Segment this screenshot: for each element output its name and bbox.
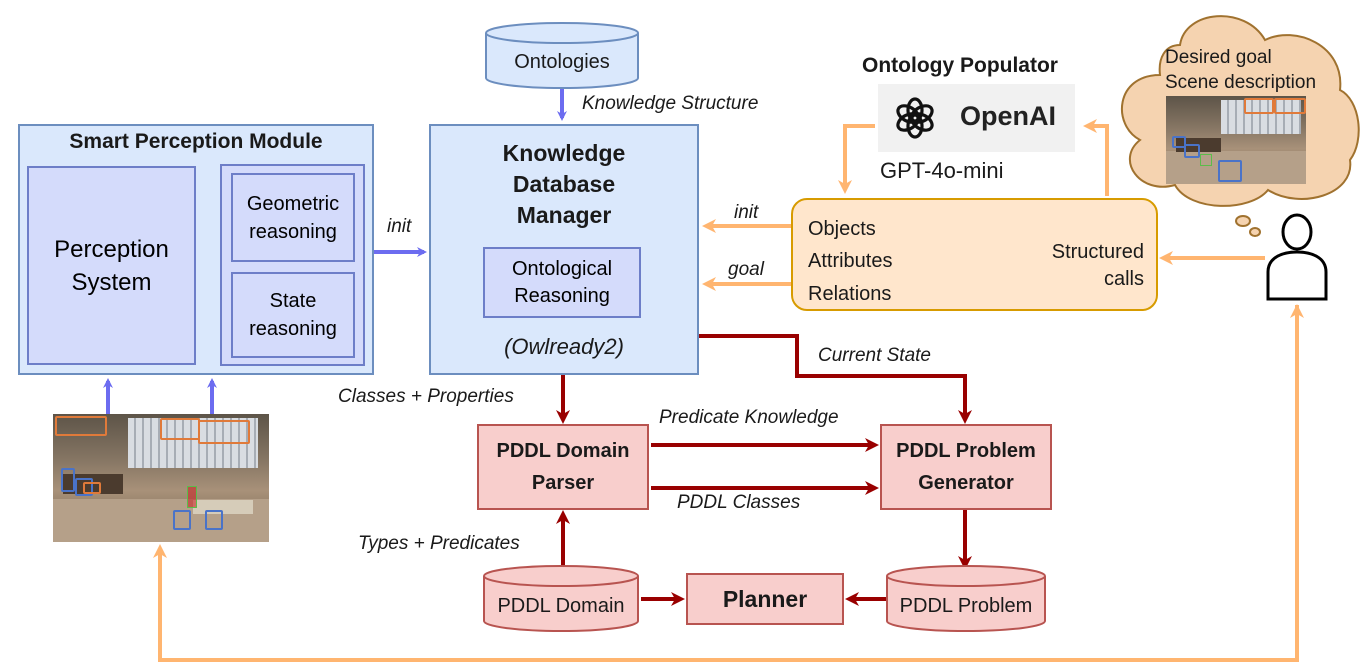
scene-input-image [53, 414, 269, 542]
item-attributes: Attributes [808, 250, 893, 272]
current-state-label: Current State [818, 345, 931, 366]
structured-line1: Structured [1051, 241, 1144, 263]
goal-label: goal [728, 259, 764, 280]
cloud-scene-image [1166, 96, 1306, 184]
ontological-reasoning-box: Ontological Reasoning [483, 247, 641, 318]
state-line2: reasoning [249, 318, 337, 340]
domain-parser-line1: PDDL Domain [496, 440, 630, 462]
user-icon [1266, 213, 1328, 301]
pddl-domain-parser-box: PDDL Domain Parser [477, 424, 649, 510]
init-label-left: init [387, 216, 412, 237]
item-relations: Relations [808, 283, 892, 305]
arrow-kdm-current-state [699, 334, 972, 424]
planner-box: Planner [686, 573, 844, 625]
pddl-domain-cylinder [483, 565, 639, 632]
state-line1: State [269, 290, 317, 312]
kdm-title: Knowledge Database Manager [429, 138, 699, 231]
perception-system-box: Perception System [27, 166, 196, 365]
structured-calls-label: Structured calls [1020, 239, 1144, 293]
openai-brand: OpenAI [960, 101, 1057, 131]
pddl-problem-cylinder [886, 565, 1046, 632]
predicate-knowledge-label: Predicate Knowledge [659, 407, 839, 428]
structured-line2: calls [1103, 268, 1144, 290]
arrow-openai-to-structured [838, 124, 875, 194]
perception-module-title: Smart Perception Module [69, 130, 323, 153]
ontologies-cylinder [485, 22, 639, 89]
arrow-structured-to-openai [1083, 119, 1109, 196]
problem-generator-line2: Generator [918, 472, 1014, 494]
problem-generator-line1: PDDL Problem [896, 440, 1036, 462]
gpt-model-label: GPT-4o-mini [880, 158, 1004, 183]
perception-system-line2: System [71, 268, 152, 296]
perception-system-line1: Perception [54, 235, 169, 263]
state-reasoning-box: State reasoning [231, 272, 355, 358]
pddl-classes-label: PDDL Classes [677, 492, 801, 513]
kdm-title-line3: Manager [516, 202, 612, 228]
geometric-reasoning-box: Geometric reasoning [231, 173, 355, 262]
ontologies-label: Ontologies [514, 51, 610, 73]
init-label-right: init [734, 202, 759, 223]
domain-parser-line2: Parser [531, 472, 595, 494]
populator-title: Ontology Populator [862, 54, 1058, 77]
owlready-label: (Owlready2) [504, 334, 624, 359]
geometric-line2: reasoning [249, 220, 337, 243]
geometric-line1: Geometric [246, 192, 340, 215]
structured-calls-box [791, 198, 1158, 311]
pddl-problem-label: PDDL Problem [899, 595, 1033, 617]
openai-knot-icon [896, 97, 934, 139]
pddl-domain-label: PDDL Domain [497, 595, 625, 617]
arrow-feedback-loop [153, 305, 1299, 662]
ontological-line1: Ontological [511, 257, 613, 280]
classes-properties-label: Classes + Properties [338, 386, 514, 407]
ontological-line2: Reasoning [514, 284, 610, 307]
kdm-title-line1: Knowledge [502, 140, 626, 166]
types-predicates-label: Types + Predicates [358, 533, 520, 554]
knowledge-structure-label: Knowledge Structure [582, 93, 759, 114]
item-objects: Objects [808, 218, 876, 240]
kdm-title-line2: Database [512, 171, 616, 197]
cloud-line-scene: Scene description [1165, 72, 1317, 93]
pddl-problem-generator-box: PDDL Problem Generator [880, 424, 1052, 510]
cloud-line-goal: Desired goal [1165, 47, 1272, 68]
